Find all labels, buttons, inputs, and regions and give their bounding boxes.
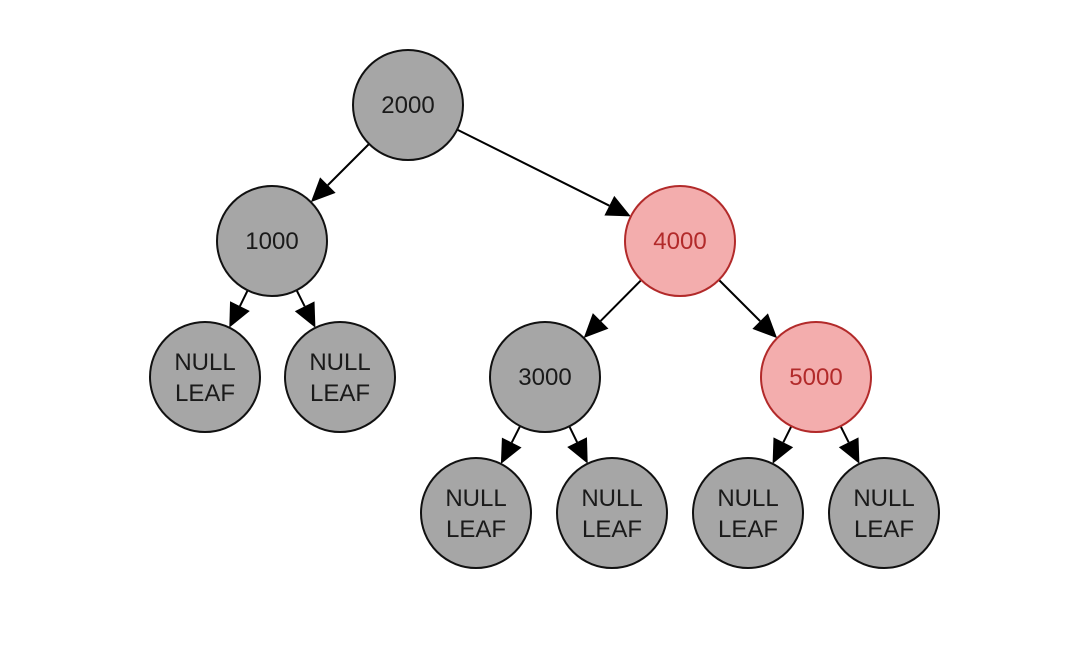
null-leaf-node: NULL LEAF (149, 321, 261, 433)
arrowhead-leaf5 (772, 437, 794, 464)
black-node: 3000 (489, 321, 601, 433)
node-circle (828, 457, 940, 569)
edge-n5000-leaf6 (839, 425, 850, 443)
leaf-label-line: NULL (853, 485, 914, 512)
node-circle (284, 321, 396, 433)
node-value-label: 5000 (789, 364, 842, 391)
red-node: 5000 (760, 321, 872, 433)
leaf-label-line: NULL (581, 485, 642, 512)
node-value-label: 2000 (381, 92, 434, 119)
leaf-label-line: LEAF (582, 516, 642, 543)
leaf-label-line: NULL (717, 485, 778, 512)
node-circle (760, 321, 872, 433)
node-value-label: 1000 (245, 228, 298, 255)
node-circle (489, 321, 601, 433)
node-circle (556, 457, 668, 569)
edge-n3000-leaf4 (568, 425, 578, 443)
tree-edges (229, 128, 860, 464)
node-circle (216, 185, 328, 297)
leaf-label-line: NULL (174, 349, 235, 376)
node-circle (420, 457, 532, 569)
arrowhead-leaf4 (567, 437, 588, 464)
null-leaf-node: NULL LEAF (828, 457, 940, 569)
edge-n4000-n5000 (718, 279, 761, 322)
edge-n1000-leaf2 (295, 289, 306, 307)
edge-n4000-n3000 (599, 279, 642, 322)
node-circle (624, 185, 736, 297)
null-leaf-node: NULL LEAF (556, 457, 668, 569)
null-leaf-node: NULL LEAF (692, 457, 804, 569)
arrowhead-leaf1 (229, 301, 250, 328)
leaf-label-line: NULL (445, 485, 506, 512)
black-node: 2000 (352, 49, 464, 161)
node-value-label: 3000 (518, 364, 571, 391)
leaf-label-line: LEAF (446, 516, 506, 543)
arrowhead-n3000 (583, 313, 609, 338)
node-circle (352, 49, 464, 161)
leaf-label-line: NULL (309, 349, 370, 376)
arrowhead-n5000 (752, 313, 778, 339)
arrowhead-n1000 (310, 177, 336, 203)
node-circle (149, 321, 261, 433)
leaf-label-line: LEAF (854, 516, 914, 543)
edge-n1000-leaf1 (239, 289, 249, 307)
edge-n3000-leaf3 (510, 425, 522, 444)
node-value-label: 4000 (653, 228, 706, 255)
null-leaf-node: NULL LEAF (284, 321, 396, 433)
arrowhead-leaf6 (838, 437, 860, 464)
arrowhead-n4000 (604, 195, 631, 217)
arrowhead-leaf2 (294, 301, 316, 328)
black-node: 1000 (216, 185, 328, 297)
leaf-label-line: LEAF (718, 516, 778, 543)
leaf-label-line: LEAF (310, 380, 370, 407)
edge-n2000-n4000 (456, 128, 610, 207)
node-circle (692, 457, 804, 569)
leaf-label-line: LEAF (175, 380, 235, 407)
null-leaf-node: NULL LEAF (420, 457, 532, 569)
edge-n5000-leaf5 (782, 425, 793, 443)
red-node: 4000 (624, 185, 736, 297)
edge-n2000-n1000 (327, 143, 370, 186)
arrowhead-leaf3 (500, 437, 522, 464)
